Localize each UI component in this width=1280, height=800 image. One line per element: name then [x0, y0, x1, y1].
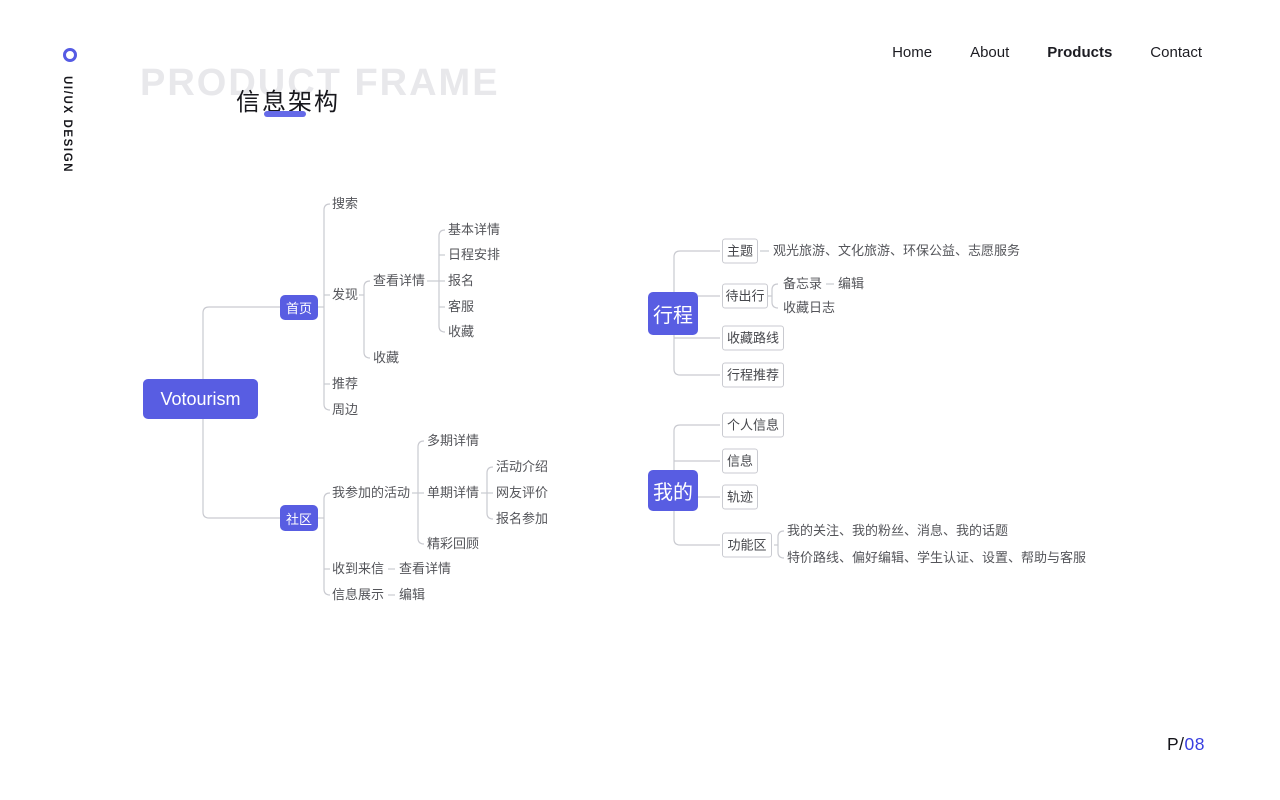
top-nav: Home About Products Contact — [892, 44, 1202, 61]
label-activity-intro: 活动介绍 — [496, 459, 549, 474]
page-prefix: P/ — [1166, 734, 1185, 754]
label-function-line1: 我的关注、我的粉丝、消息、我的话题 — [787, 523, 1009, 538]
label-discover: 发现 — [332, 287, 359, 302]
label-view-detail: 查看详情 — [373, 273, 426, 288]
nav-item-contact[interactable]: Contact — [1150, 44, 1202, 61]
node-home: 首页 — [280, 295, 318, 320]
node-trip-recommend: 行程推荐 — [722, 362, 784, 388]
nav-item-products[interactable]: Products — [1047, 44, 1113, 61]
label-favorite-logs: 收藏日志 — [783, 300, 836, 315]
label-favorite: 收藏 — [448, 324, 475, 339]
label-inbox: 收到来信 — [332, 561, 385, 576]
watermark-title: PRODUCT FRAME — [140, 62, 500, 104]
label-my-activities: 我参加的活动 — [332, 485, 411, 500]
nav-item-home[interactable]: Home — [892, 44, 933, 61]
node-upcoming: 待出行 — [722, 283, 768, 309]
title-underline — [264, 111, 306, 117]
node-root-votourism: Votourism — [143, 379, 258, 419]
label-signup: 报名 — [448, 273, 475, 288]
node-favorite-routes: 收藏路线 — [722, 325, 784, 351]
label-service: 客服 — [448, 299, 475, 314]
label-inbox-view-detail: 查看详情 — [399, 561, 452, 576]
label-nearby: 周边 — [332, 402, 359, 417]
label-single-detail: 单期详情 — [427, 485, 480, 500]
nav-item-about[interactable]: About — [970, 44, 1010, 61]
node-mine: 我的 — [648, 470, 698, 511]
label-memo-edit: 编辑 — [838, 276, 865, 291]
node-community: 社区 — [280, 505, 318, 531]
label-function-line2: 特价路线、偏好编辑、学生认证、设置、帮助与客服 — [787, 550, 1087, 565]
label-schedule: 日程安排 — [448, 247, 501, 262]
label-recommend: 推荐 — [332, 376, 359, 391]
label-info-display: 信息展示 — [332, 587, 385, 602]
label-highlights: 精彩回顾 — [427, 536, 480, 551]
node-trip: 行程 — [648, 292, 698, 335]
label-basic-detail: 基本详情 — [448, 222, 501, 237]
brand-vertical-label: UI/UX DESIGN — [61, 76, 73, 174]
page-indicator: P/08 — [1167, 734, 1205, 755]
brand-ring-icon — [63, 48, 77, 62]
node-function-area: 功能区 — [722, 532, 772, 558]
label-edit: 编辑 — [399, 587, 426, 602]
label-multi-detail: 多期详情 — [427, 433, 480, 448]
label-memo: 备忘录 — [783, 276, 823, 291]
node-theme: 主题 — [722, 238, 758, 264]
label-search: 搜索 — [332, 196, 359, 211]
node-messages: 信息 — [722, 448, 758, 474]
node-tracks: 轨迹 — [722, 484, 758, 510]
page-number: 08 — [1184, 734, 1205, 754]
node-profile: 个人信息 — [722, 412, 784, 438]
label-discover-favorite: 收藏 — [373, 350, 400, 365]
label-join: 报名参加 — [496, 511, 549, 526]
label-theme-values: 观光旅游、文化旅游、环保公益、志愿服务 — [773, 243, 1021, 258]
label-reviews: 网友评价 — [496, 485, 549, 500]
